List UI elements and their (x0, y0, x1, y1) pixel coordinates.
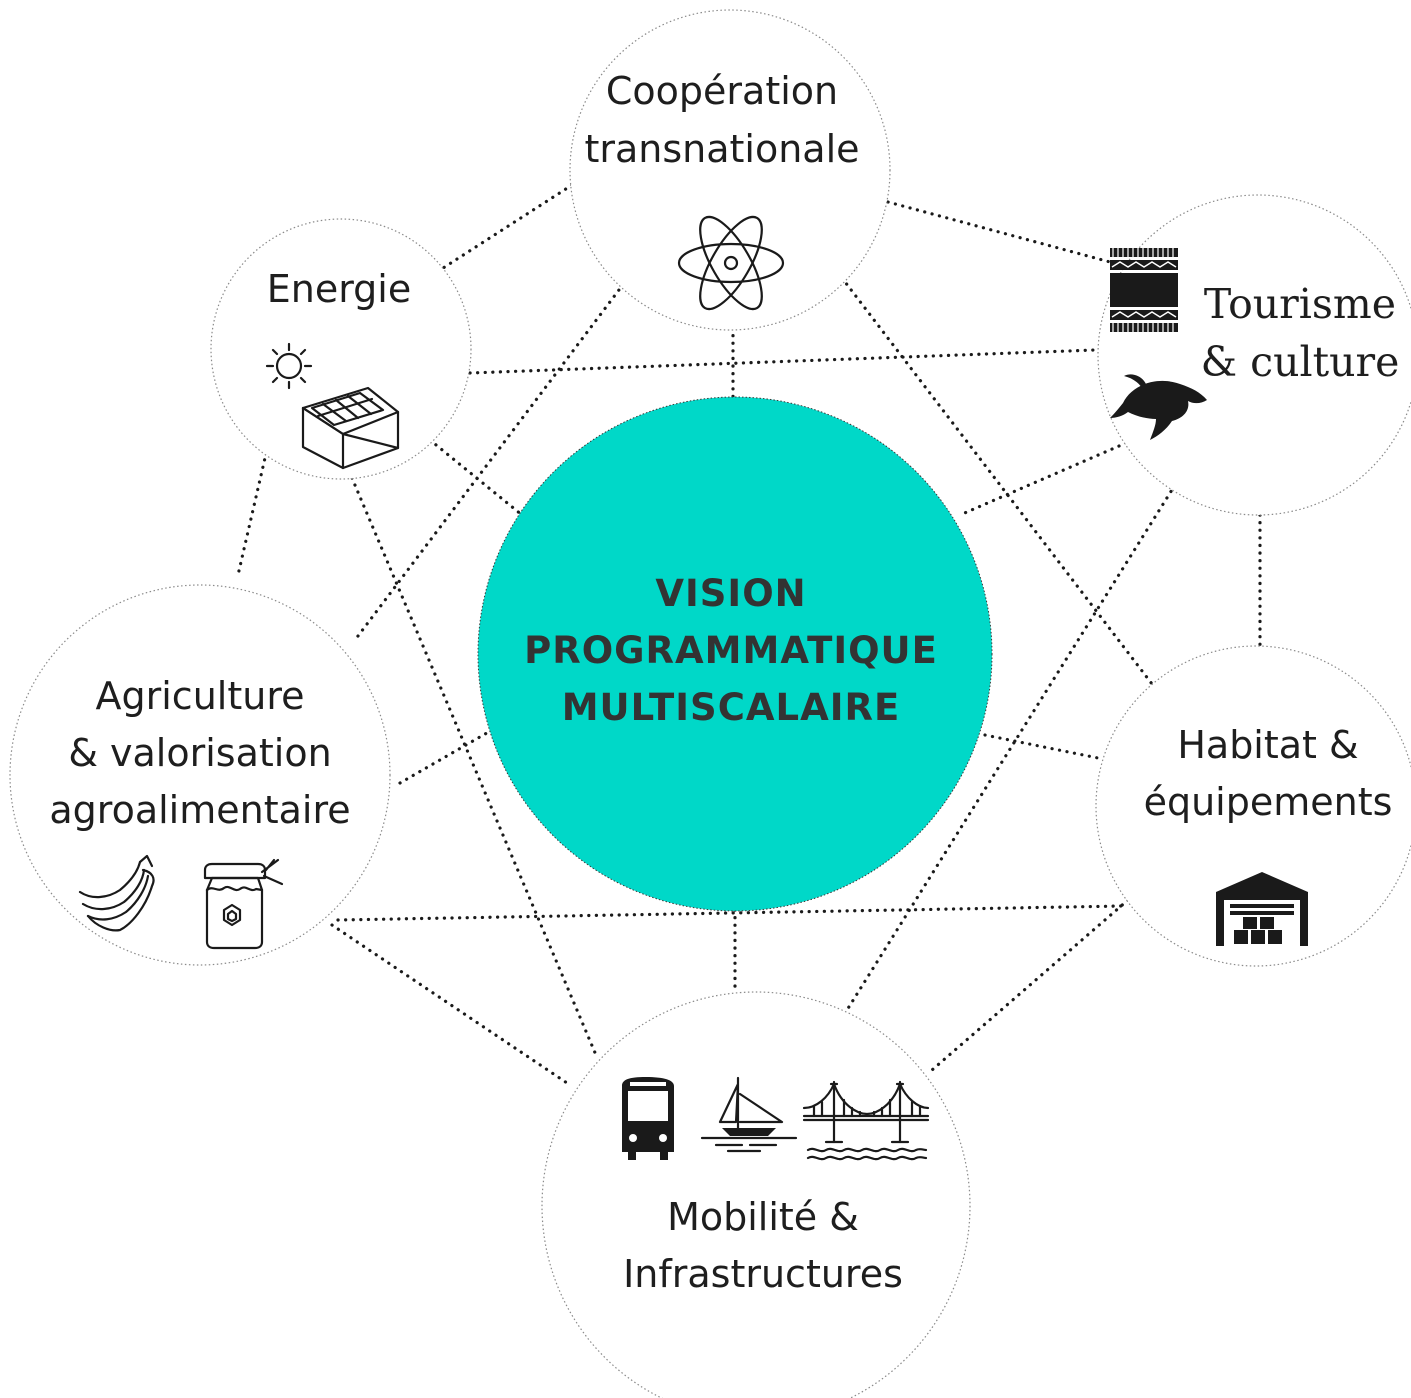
node-mobilite-label-line-1: Mobilité & (667, 1195, 859, 1239)
node-mobilite-label-line-2: Infrastructures (623, 1252, 903, 1296)
node-energie: Energie (210, 218, 472, 480)
connector-coop-tourisme (886, 200, 1112, 264)
connector-lines (236, 183, 1262, 1087)
node-cooperation-circle (569, 9, 891, 331)
node-habitat-circle (1095, 645, 1411, 967)
center-node: VISION PROGRAMMATIQUE MULTISCALAIRE (477, 396, 993, 912)
bridge-icon (802, 1080, 930, 1161)
bus-icon (622, 1077, 674, 1160)
node-agriculture-label-line-1: Agriculture (96, 674, 305, 718)
node-habitat-label-line-2: équipements (1144, 780, 1393, 824)
node-cooperation-label-line-2: transnationale (584, 127, 859, 171)
node-energie-circle (210, 218, 472, 480)
connector-coop-energie (438, 183, 574, 272)
node-energie-label: Energie (267, 267, 412, 311)
center-title-line-2: PROGRAMMATIQUE (524, 629, 938, 672)
connector-energie-agriculture (236, 443, 270, 577)
atom-icon (677, 215, 785, 311)
connector-habitat-center (983, 733, 1100, 760)
connector-tourisme-mobilite (840, 483, 1177, 1020)
node-tourisme-label-line-1: Tourisme (1204, 280, 1396, 328)
connector-coop-agriculture (353, 276, 630, 642)
center-title-line-3: MULTISCALAIRE (562, 686, 901, 729)
connector-agriculture-habitat (336, 904, 1124, 922)
center-circle (477, 396, 993, 912)
node-agriculture: Agriculture & valorisation agroalimentai… (9, 584, 391, 966)
node-tourisme-label-line-2: & culture (1201, 338, 1400, 386)
connector-energie-mobilite (350, 476, 598, 1057)
connector-habitat-mobilite (930, 898, 1130, 1072)
sea-turtle-icon (1110, 374, 1207, 440)
sailboat-icon (700, 1076, 798, 1153)
node-tourisme: Tourisme & culture (1097, 194, 1411, 516)
center-title-line-1: VISION (655, 572, 806, 615)
banana-icon (78, 854, 155, 932)
node-habitat-label-line-1: Habitat & (1177, 723, 1358, 767)
connector-energie-tourisme (468, 348, 1097, 375)
honey-jar-icon (203, 858, 284, 950)
node-cooperation-label-line-1: Coopération (606, 69, 838, 113)
connector-tourisme-center (958, 441, 1128, 517)
woven-textile-icon (1110, 248, 1178, 332)
node-agriculture-label-line-2: & valorisation (68, 731, 331, 775)
node-agriculture-circle (9, 584, 391, 966)
warehouse-icon (1216, 872, 1308, 946)
connector-agriculture-center (398, 728, 494, 785)
connector-energie-center (428, 438, 524, 517)
node-habitat: Habitat & équipements (1095, 645, 1411, 967)
node-agriculture-label-line-3: agroalimentaire (49, 788, 350, 832)
node-cooperation: Coopération transnationale (569, 9, 891, 331)
connector-coop-habitat (840, 276, 1154, 686)
connector-agriculture-mobilite (330, 923, 572, 1087)
solar-house-icon (265, 342, 400, 470)
node-mobilite: Mobilité & Infrastructures (541, 991, 971, 1398)
